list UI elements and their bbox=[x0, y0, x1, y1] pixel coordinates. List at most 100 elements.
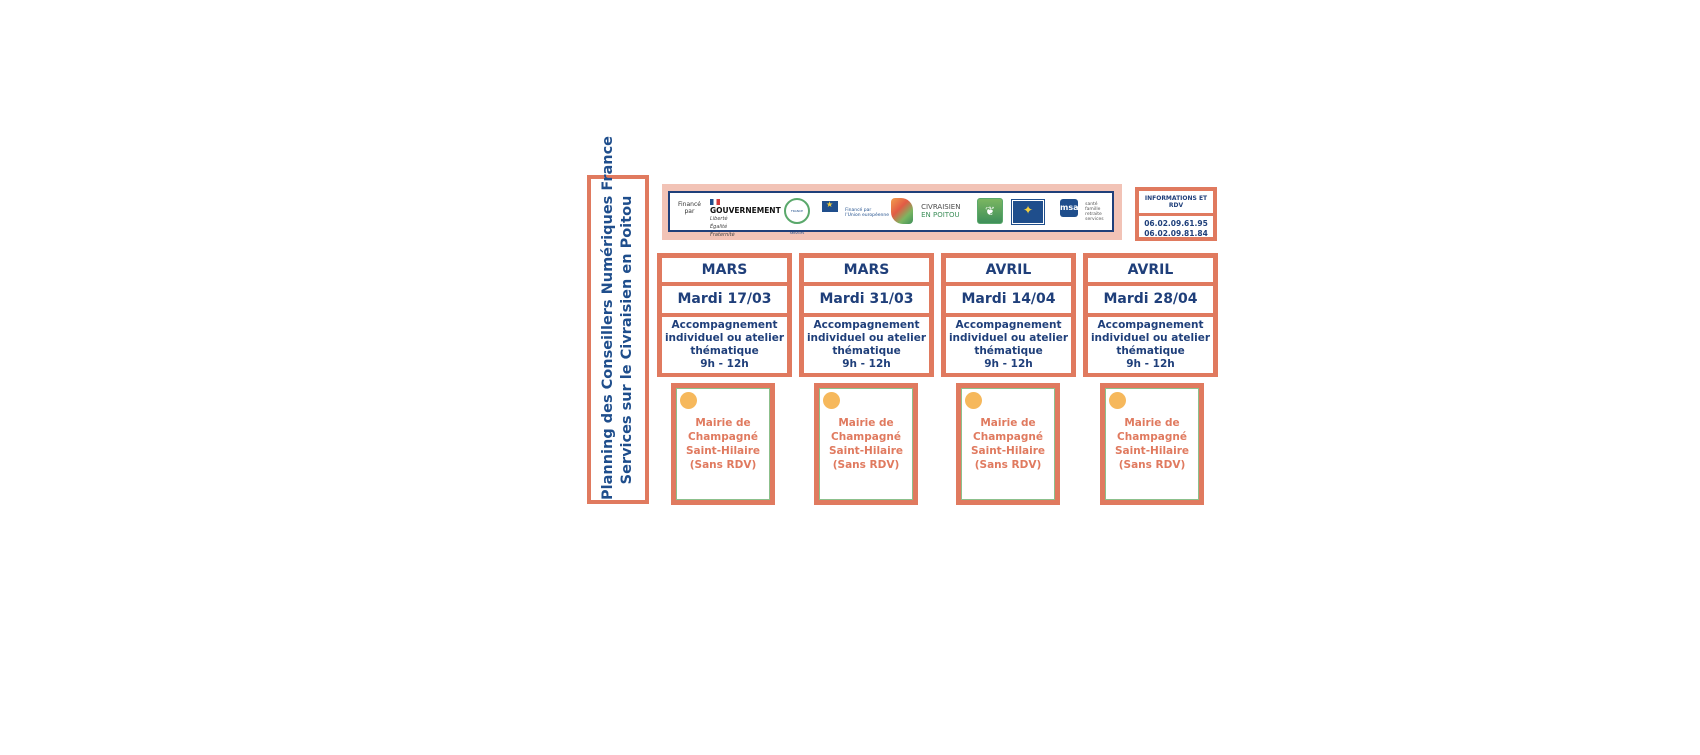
desc-line-3: thématique bbox=[974, 345, 1043, 357]
france-services-logo: FRANCE SERVICES bbox=[784, 198, 810, 235]
loc-line-1: Mairie de bbox=[1124, 417, 1180, 429]
page-title: Planning des Conseillers Numériques Fran… bbox=[599, 135, 637, 500]
desc-line-1: Accompagnement bbox=[1097, 319, 1204, 331]
loc-line-4: (Sans RDV) bbox=[832, 459, 900, 471]
desc-line-3: thématique bbox=[690, 345, 759, 357]
gov-name: GOUVERNEMENT bbox=[710, 206, 781, 215]
card-hours: 9h - 12h bbox=[984, 358, 1033, 370]
location-dot-icon bbox=[1109, 392, 1126, 409]
civ-line-1: CIVRAISIEN bbox=[921, 203, 961, 211]
location-card-3: Mairie de Champagné Saint-Hilaire (Sans … bbox=[956, 383, 1060, 505]
leader-leaf-icon: ❦ bbox=[977, 198, 1003, 224]
gov-motto-2: Égalité bbox=[710, 224, 728, 230]
vertical-title-box: Planning des Conseillers Numériques Fran… bbox=[587, 135, 649, 504]
msa-text-4: services bbox=[1085, 217, 1104, 222]
loc-line-2: Champagné bbox=[831, 431, 901, 443]
eu-flag-icon bbox=[822, 200, 838, 212]
loc-line-3: Saint-Hilaire bbox=[685, 445, 761, 457]
card-date: Mardi 14/04 bbox=[946, 286, 1071, 313]
card-hours: 9h - 12h bbox=[842, 358, 891, 370]
phone-number-1[interactable]: 06.02.09.61.95 bbox=[1144, 219, 1208, 228]
desc-line-1: Accompagnement bbox=[955, 319, 1062, 331]
date-card-2: MARS Mardi 31/03 Accompagnement individu… bbox=[799, 253, 934, 377]
card-date: Mardi 28/04 bbox=[1088, 286, 1213, 313]
title-line-1: Planning des Conseillers Numériques Fran… bbox=[600, 135, 616, 500]
title-line-2: Services sur le Civraisien en Poitou bbox=[619, 195, 635, 484]
desc-line-2: individuel ou atelier bbox=[948, 332, 1069, 344]
date-card-3: AVRIL Mardi 14/04 Accompagnement individ… bbox=[941, 253, 1076, 377]
date-card-1: MARS Mardi 17/03 Accompagnement individu… bbox=[657, 253, 792, 377]
card-month: MARS bbox=[804, 258, 929, 282]
eu-flag-logo bbox=[1012, 200, 1044, 224]
location-text: Mairie de Champagné Saint-Hilaire (Sans … bbox=[962, 389, 1054, 472]
location-card-inner: Mairie de Champagné Saint-Hilaire (Sans … bbox=[1105, 388, 1199, 500]
location-text: Mairie de Champagné Saint-Hilaire (Sans … bbox=[677, 389, 769, 472]
france-services-text: FRANCE SERVICES bbox=[789, 209, 805, 235]
info-header: INFORMATIONS ET RDV bbox=[1139, 195, 1213, 216]
civraisien-leaf-icon bbox=[891, 198, 913, 224]
msa-text-3: retraite bbox=[1085, 212, 1102, 217]
info-rdv-box: INFORMATIONS ET RDV 06.02.09.61.95 06.02… bbox=[1135, 187, 1217, 241]
french-flag-icon bbox=[710, 199, 720, 205]
loc-line-1: Mairie de bbox=[695, 417, 751, 429]
eu-funding-logo: Financé par l'Union européenne bbox=[822, 200, 890, 220]
msa-mark: msa bbox=[1060, 199, 1079, 217]
civraisien-logo: CIVRAISIEN EN POITOU bbox=[891, 198, 960, 224]
loc-line-3: Saint-Hilaire bbox=[1114, 445, 1190, 457]
gouvernement-logo: GOUVERNEMENT Liberté Égalité Fraternité bbox=[710, 199, 781, 239]
loc-line-1: Mairie de bbox=[838, 417, 894, 429]
card-month: AVRIL bbox=[1088, 258, 1213, 282]
msa-text-1: santé bbox=[1085, 202, 1098, 207]
loc-line-3: Saint-Hilaire bbox=[970, 445, 1046, 457]
location-card-inner: Mairie de Champagné Saint-Hilaire (Sans … bbox=[819, 388, 913, 500]
card-month: MARS bbox=[662, 258, 787, 282]
gov-motto-1: Liberté bbox=[710, 216, 728, 222]
eu-text-2: l'Union européenne bbox=[845, 213, 890, 218]
gov-motto-3: Fraternité bbox=[710, 232, 735, 238]
location-card-inner: Mairie de Champagné Saint-Hilaire (Sans … bbox=[676, 388, 770, 500]
location-card-1: Mairie de Champagné Saint-Hilaire (Sans … bbox=[671, 383, 775, 505]
loc-line-4: (Sans RDV) bbox=[974, 459, 1042, 471]
desc-line-2: individuel ou atelier bbox=[664, 332, 785, 344]
card-description: Accompagnement individuel ou atelier thé… bbox=[662, 317, 787, 373]
card-date: Mardi 17/03 bbox=[662, 286, 787, 313]
loc-line-4: (Sans RDV) bbox=[689, 459, 757, 471]
desc-line-3: thématique bbox=[1116, 345, 1185, 357]
card-date: Mardi 31/03 bbox=[804, 286, 929, 313]
location-text: Mairie de Champagné Saint-Hilaire (Sans … bbox=[820, 389, 912, 472]
card-description: Accompagnement individuel ou atelier thé… bbox=[1088, 317, 1213, 373]
partner-logos-strip: Financé par GOUVERNEMENT Liberté Égalité… bbox=[668, 191, 1114, 238]
card-month: AVRIL bbox=[946, 258, 1071, 282]
card-hours: 9h - 12h bbox=[1126, 358, 1175, 370]
location-text: Mairie de Champagné Saint-Hilaire (Sans … bbox=[1106, 389, 1198, 472]
phone-number-2[interactable]: 06.02.09.81.84 bbox=[1144, 229, 1208, 238]
loc-line-2: Champagné bbox=[688, 431, 758, 443]
date-card-4: AVRIL Mardi 28/04 Accompagnement individ… bbox=[1083, 253, 1218, 377]
msa-text-2: famille bbox=[1085, 207, 1101, 212]
location-dot-icon bbox=[965, 392, 982, 409]
loc-line-4: (Sans RDV) bbox=[1118, 459, 1186, 471]
desc-line-1: Accompagnement bbox=[671, 319, 778, 331]
loc-line-2: Champagné bbox=[973, 431, 1043, 443]
location-card-4: Mairie de Champagné Saint-Hilaire (Sans … bbox=[1100, 383, 1204, 505]
location-dot-icon bbox=[680, 392, 697, 409]
desc-line-2: individuel ou atelier bbox=[1090, 332, 1211, 344]
desc-line-2: individuel ou atelier bbox=[806, 332, 927, 344]
desc-line-3: thématique bbox=[832, 345, 901, 357]
loc-line-1: Mairie de bbox=[980, 417, 1036, 429]
finance-line-1: Financé bbox=[678, 201, 701, 208]
partner-logos-banner: Financé par GOUVERNEMENT Liberté Égalité… bbox=[662, 184, 1122, 240]
eu-text-1: Financé par bbox=[845, 208, 872, 213]
msa-logo: msa santé famille retraite services bbox=[1060, 199, 1104, 222]
loc-line-2: Champagné bbox=[1117, 431, 1187, 443]
desc-line-1: Accompagnement bbox=[813, 319, 920, 331]
finance-line-2: par bbox=[684, 208, 695, 215]
loc-line-3: Saint-Hilaire bbox=[828, 445, 904, 457]
card-description: Accompagnement individuel ou atelier thé… bbox=[804, 317, 929, 373]
finance-label: Financé par bbox=[678, 201, 701, 215]
civ-line-2: EN POITOU bbox=[921, 211, 960, 219]
location-card-2: Mairie de Champagné Saint-Hilaire (Sans … bbox=[814, 383, 918, 505]
card-description: Accompagnement individuel ou atelier thé… bbox=[946, 317, 1071, 373]
location-card-inner: Mairie de Champagné Saint-Hilaire (Sans … bbox=[961, 388, 1055, 500]
card-hours: 9h - 12h bbox=[700, 358, 749, 370]
